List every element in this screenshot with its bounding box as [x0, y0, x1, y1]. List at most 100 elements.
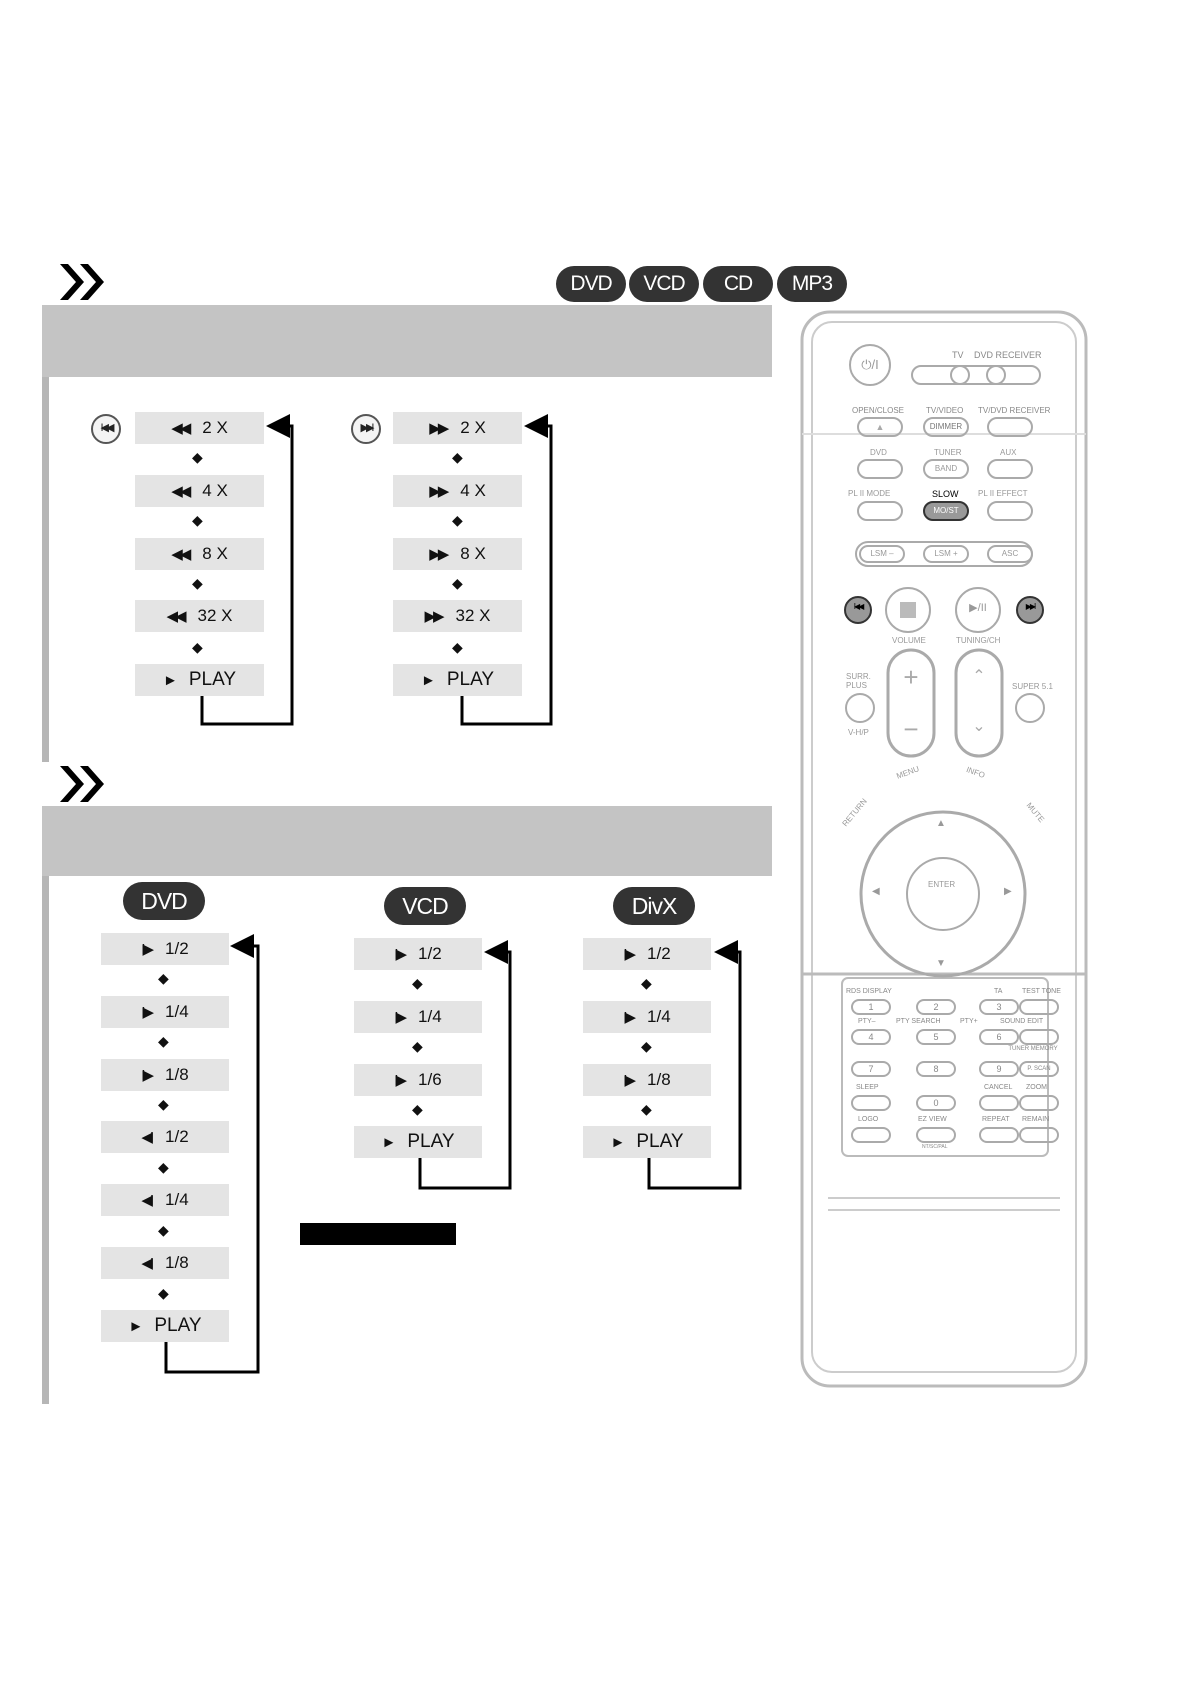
down-arrow-icon: ◆ — [158, 970, 169, 986]
skip-forward-icon: ▶▶I — [351, 414, 381, 444]
ntsc-pal-label: NT/SC/PAL — [922, 1144, 948, 1150]
down-arrow-icon: ◆ — [158, 1033, 169, 1049]
vcd-slow-step-play: ►PLAY — [354, 1126, 482, 1158]
forward-step: ▶▶2 X — [393, 412, 522, 444]
skip-back-button[interactable]: I◀◀ — [853, 602, 865, 611]
play-label: PLAY — [154, 1315, 202, 1336]
digit-8-button[interactable]: 8 — [933, 1064, 939, 1074]
pl-mode-label: PL II MODE — [848, 489, 891, 498]
rewind-step: ◀◀2 X — [135, 412, 264, 444]
open-close-button[interactable]: ▲ — [875, 422, 885, 432]
down-arrow-icon: ◆ — [158, 1285, 169, 1301]
mode-badge-vcd: VCD — [384, 887, 466, 925]
digit-1-button[interactable]: 1 — [868, 1002, 874, 1012]
dvd-slow-step: I▶ 1/2 — [101, 933, 229, 965]
ta-label: TA — [994, 988, 1003, 995]
play-label: PLAY — [407, 1131, 455, 1152]
nav-right-icon[interactable]: ▶ — [1004, 886, 1012, 897]
play-icon: ► — [420, 671, 436, 689]
rds-display-label: RDS DISPLAY — [846, 988, 892, 995]
dvd-slow-step: I▶1/8 — [101, 1059, 229, 1091]
enter-button[interactable]: ENTER — [928, 880, 956, 889]
vcd-slow-step: I▶1/4 — [354, 1001, 482, 1033]
slow-label: 1/4 — [418, 1007, 442, 1026]
play-icon: ► — [162, 671, 178, 689]
dvd-receiver-label: DVD RECEIVER — [974, 350, 1042, 360]
forward-step: ▶▶32 X — [393, 600, 522, 632]
volume-up-icon[interactable]: + — [903, 662, 919, 692]
tuning-ch-label: TUNING/CH — [956, 636, 1001, 645]
digit-0-button[interactable]: 0 — [933, 1098, 939, 1108]
mo-st-button[interactable]: MO/ST — [933, 506, 959, 515]
rewind-icon: ◀◀ — [171, 483, 191, 500]
tuner-memory-label: TUNER MEMORY — [1008, 1046, 1058, 1052]
play-label: PLAY — [188, 669, 237, 690]
dvd-label: DVD — [870, 448, 887, 457]
sleep-label: SLEEP — [856, 1084, 879, 1091]
down-arrow-icon: ◆ — [641, 1101, 652, 1117]
digit-7-button[interactable]: 7 — [868, 1064, 874, 1074]
disc-badge-vcd: VCD — [629, 266, 699, 302]
nav-down-icon[interactable]: ▼ — [936, 958, 946, 969]
forward-label: 4 X — [460, 481, 486, 500]
rewind-icon: ◀◀ — [171, 420, 191, 437]
asc-button[interactable]: ASC — [1001, 549, 1019, 558]
nav-up-icon[interactable]: ▲ — [936, 818, 946, 829]
digit-6-button[interactable]: 6 — [996, 1032, 1002, 1042]
slow-reverse-icon: ◀I — [141, 1192, 154, 1209]
nav-left-icon[interactable]: ◀ — [872, 886, 880, 897]
power-button[interactable]: ⏻/I — [861, 357, 879, 372]
down-arrow-icon: ◆ — [158, 1159, 169, 1175]
skip-forward-button[interactable]: ▶▶I — [1025, 602, 1037, 611]
play-pause-icon[interactable]: ▶/II — [969, 602, 987, 614]
digit-4-button[interactable]: 4 — [868, 1032, 874, 1042]
rewind-label: 32 X — [197, 606, 233, 625]
band-button[interactable]: BAND — [934, 464, 958, 473]
digit-3-button[interactable]: 3 — [996, 1002, 1002, 1012]
section-icon-slow — [58, 764, 108, 804]
forward-icon: ▶▶ — [429, 420, 449, 437]
digit-2-button[interactable]: 2 — [933, 1002, 939, 1012]
volume-label: VOLUME — [892, 636, 926, 645]
play-icon: ► — [128, 1317, 143, 1335]
digit-9-button[interactable]: 9 — [996, 1064, 1002, 1074]
slow-reverse-icon: ◀I — [141, 1255, 154, 1272]
aux-label: AUX — [1000, 448, 1017, 457]
forward-step: ▶▶8 X — [393, 538, 522, 570]
p-scan-button[interactable]: P. SCAN — [1027, 1066, 1051, 1072]
slow-forward-icon: I▶ — [141, 941, 154, 958]
dvd-slow-step-play: ► PLAY — [101, 1310, 229, 1342]
down-arrow-icon: ◆ — [452, 575, 463, 591]
remain-label: REMAIN — [1022, 1116, 1050, 1123]
slow-label: 1/6 — [418, 1070, 442, 1089]
section-title-bar-search — [42, 305, 772, 377]
lsm-minus-button[interactable]: LSM – — [870, 549, 894, 558]
down-arrow-icon: ◆ — [192, 512, 203, 528]
lsm-plus-button[interactable]: LSM + — [934, 549, 958, 558]
digit-5-button[interactable]: 5 — [933, 1032, 939, 1042]
tv-video-label: TV/VIDEO — [926, 406, 964, 415]
divx-slow-step: I▶1/2 — [583, 938, 711, 970]
vhp-label: V-H/P — [848, 728, 869, 737]
slow-forward-icon: I▶ — [623, 1072, 636, 1089]
channel-up-icon[interactable]: ⌃ — [972, 668, 986, 685]
channel-down-icon[interactable]: ⌄ — [972, 718, 986, 735]
dimmer-button[interactable]: DIMMER — [929, 422, 963, 431]
volume-down-icon[interactable]: − — [903, 714, 919, 744]
down-arrow-icon: ◆ — [412, 1038, 423, 1054]
forward-step-play: ►PLAY — [393, 664, 522, 696]
rewind-label: 4 X — [202, 481, 228, 500]
dvd-slow-step: I▶1/4 — [101, 996, 229, 1028]
slow-label: 1/2 — [165, 939, 189, 958]
tv-dvd-receiver-label: TV/DVD RECEIVER — [978, 406, 1051, 415]
vcd-slow-step: I▶1/6 — [354, 1064, 482, 1096]
rewind-step: ◀◀8 X — [135, 538, 264, 570]
stop-icon[interactable] — [900, 602, 916, 618]
repeat-label: REPEAT — [982, 1116, 1010, 1123]
down-arrow-icon: ◆ — [641, 1038, 652, 1054]
tv-label: TV — [952, 350, 964, 360]
slow-reverse-icon: ◀I — [141, 1129, 154, 1146]
